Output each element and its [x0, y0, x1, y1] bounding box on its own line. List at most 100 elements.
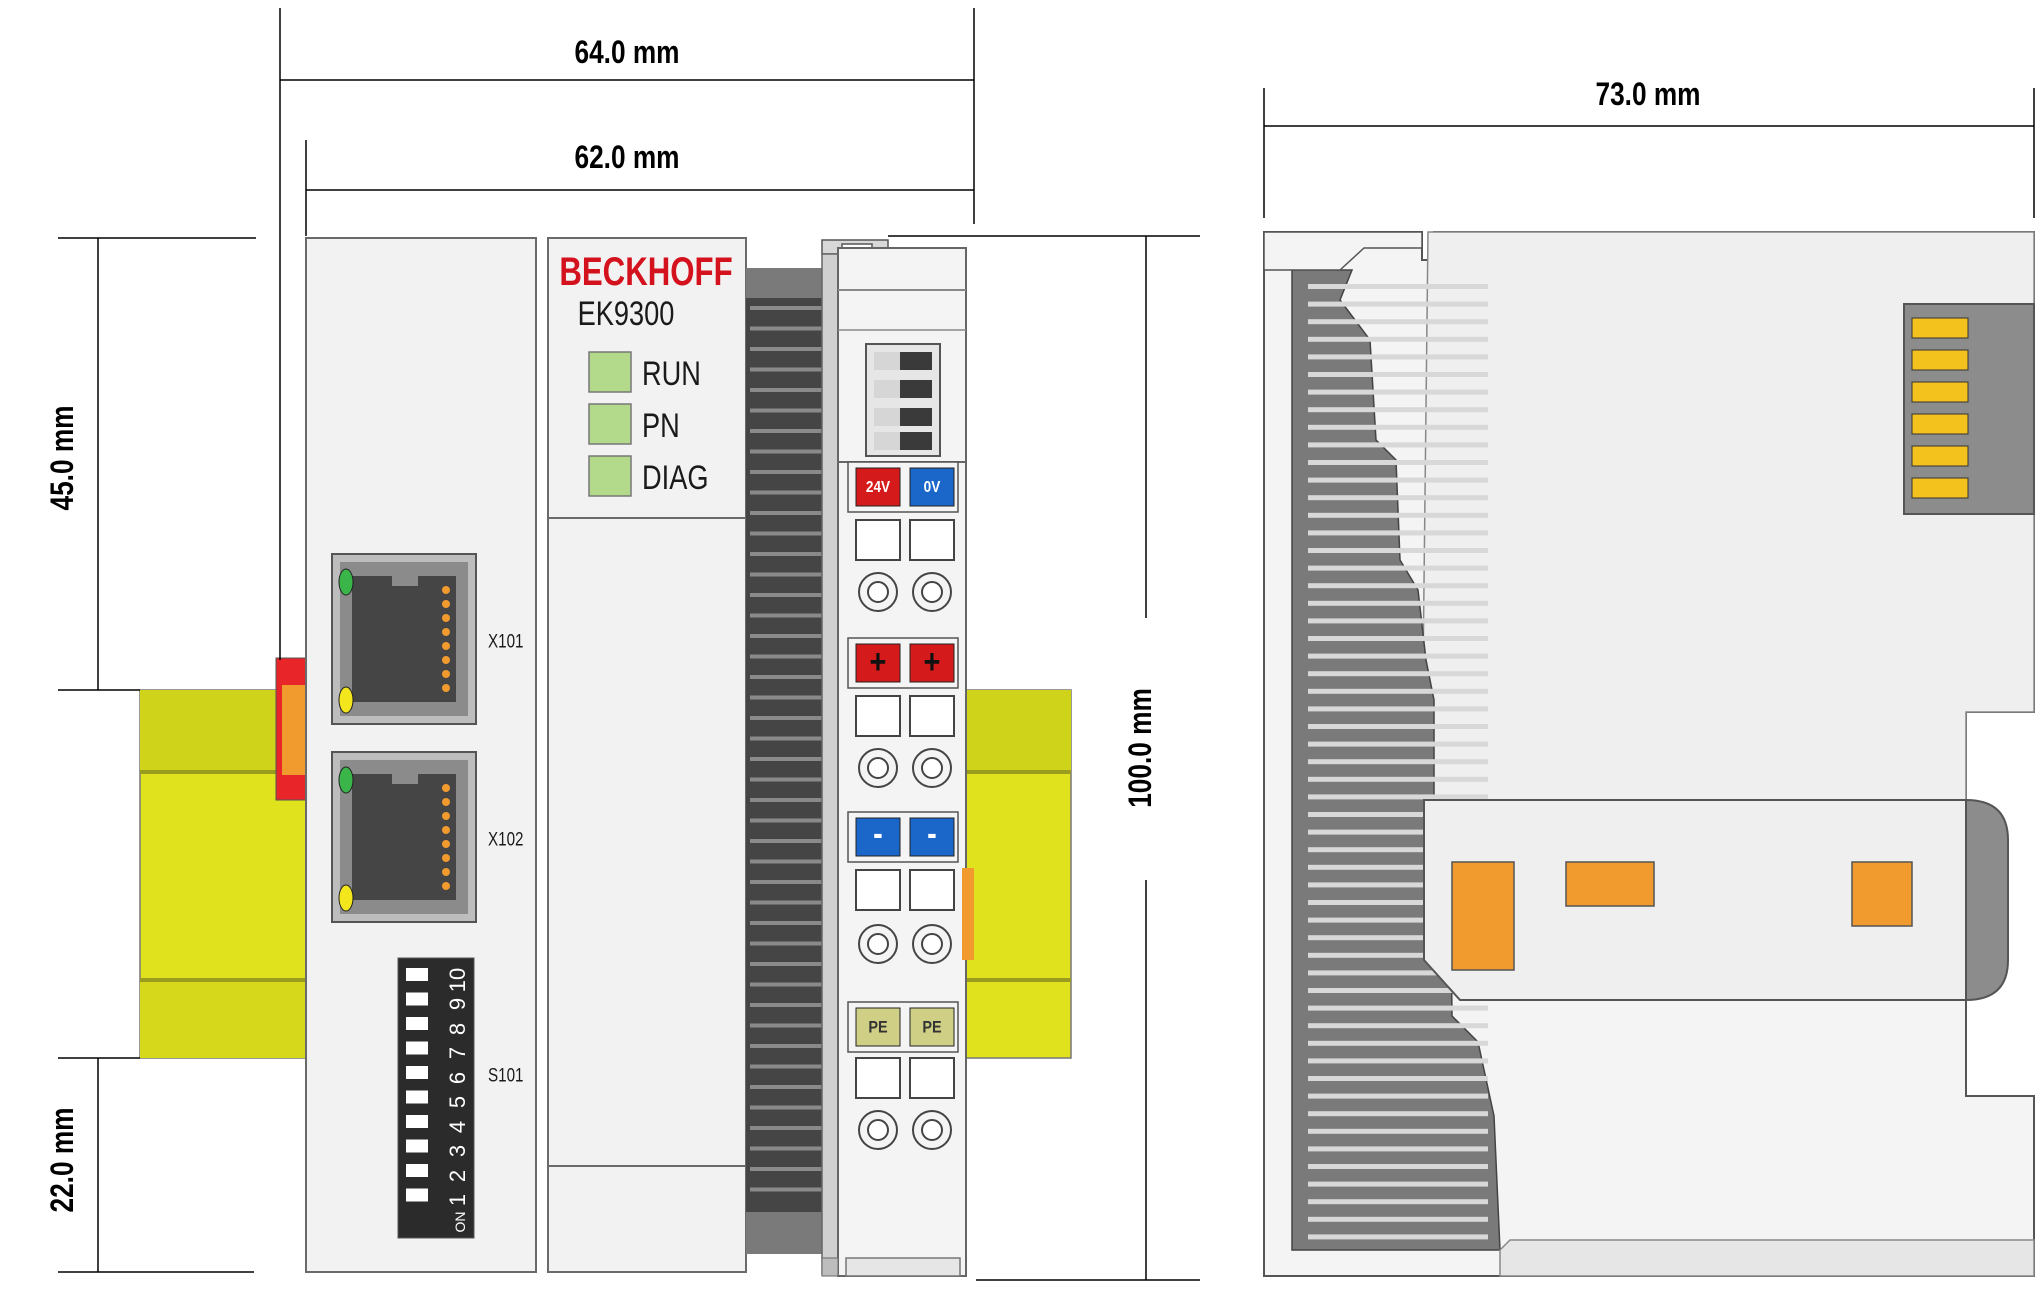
heat-fin: [750, 449, 836, 454]
dip-lever: [406, 1115, 428, 1128]
heat-fin: [750, 1064, 836, 1069]
side-fin: [1308, 653, 1488, 659]
spring-opening: [909, 1057, 955, 1099]
heat-fin: [750, 470, 836, 474]
dip-lever: [406, 1041, 428, 1055]
dip-lever: [406, 1017, 428, 1030]
side-fin: [1308, 477, 1488, 483]
spring-opening: [855, 519, 901, 561]
power-terminal: [821, 239, 974, 1277]
dip-lever: [406, 1188, 428, 1202]
screw-contact-inner: [867, 757, 889, 779]
terminal-minus-1: [855, 817, 901, 857]
side-fin: [1308, 1216, 1488, 1222]
side-fin: [1308, 1040, 1488, 1046]
side-fin: [1308, 1058, 1488, 1064]
side-fin: [1308, 988, 1488, 993]
side-fin: [1308, 618, 1488, 624]
side-contact-right: [1851, 861, 1913, 927]
side-fin: [1308, 847, 1488, 853]
side-fin: [1308, 1093, 1488, 1099]
side-fin: [1308, 1111, 1488, 1117]
side-fin: [1308, 970, 1488, 976]
side-fin: [1308, 1023, 1488, 1029]
side-fin: [1308, 794, 1488, 800]
heat-fin: [750, 941, 836, 946]
dip-lever: [406, 1139, 428, 1153]
heat-fin: [750, 1085, 836, 1089]
dip-switch-s101: [397, 957, 475, 1239]
side-fin: [1308, 372, 1488, 377]
side-fin: [1308, 829, 1488, 835]
screw-contact-inner: [921, 1119, 943, 1141]
heat-fin: [750, 429, 836, 433]
side-fin: [1308, 1164, 1488, 1169]
side-fin: [1308, 1076, 1488, 1081]
heat-fin: [750, 1146, 836, 1151]
heat-fin: [750, 777, 836, 782]
side-view: [1263, 88, 2035, 1277]
side-fin: [1308, 706, 1488, 712]
dip-lever: [406, 1164, 428, 1177]
side-contact-left: [1451, 861, 1515, 971]
heat-fin: [750, 306, 836, 310]
side-fin: [1308, 776, 1488, 782]
terminal-plus-1: [855, 643, 901, 683]
heat-fin: [750, 572, 836, 577]
side-fin: [1308, 671, 1488, 677]
heat-fin: [750, 982, 836, 987]
heat-fin: [750, 757, 836, 761]
terminal-plus-2: [909, 643, 955, 683]
side-fin: [1308, 917, 1488, 923]
side-fin: [1308, 1181, 1488, 1187]
coupler-front-panel: [547, 237, 747, 1273]
side-fin: [1308, 864, 1488, 870]
front-dimension-lines: [58, 8, 1200, 1281]
heat-fin: [750, 613, 836, 618]
screw-contact-inner: [867, 933, 889, 955]
side-fin: [1308, 354, 1488, 360]
terminal-minus-2: [909, 817, 955, 857]
side-fin: [1308, 882, 1488, 888]
diag-led: [588, 455, 632, 497]
side-fin: [1308, 389, 1488, 395]
terminal-pe-2: [909, 1007, 955, 1047]
dip-lever: [406, 968, 428, 981]
heat-fin: [750, 1023, 836, 1028]
heat-fin: [750, 839, 836, 843]
heat-fin: [750, 695, 836, 700]
heat-fin: [750, 716, 836, 720]
spring-opening: [909, 869, 955, 911]
side-fin: [1308, 512, 1488, 518]
heat-fin: [750, 818, 836, 823]
side-fin: [1308, 1199, 1488, 1205]
heat-fin: [750, 798, 836, 802]
side-power-contacts: [1903, 303, 2035, 515]
heat-fin: [750, 880, 836, 884]
heat-fin: [750, 1105, 836, 1110]
side-fin: [1308, 319, 1488, 325]
side-fin: [1308, 1146, 1488, 1152]
side-fin: [1308, 741, 1488, 747]
heat-fin: [750, 962, 836, 966]
heat-fin: [750, 511, 836, 515]
side-fin: [1308, 407, 1488, 413]
terminal-pe-1: [855, 1007, 901, 1047]
side-fin: [1308, 1128, 1488, 1134]
side-fin: [1308, 688, 1488, 694]
side-fin: [1308, 1234, 1488, 1240]
side-fin: [1308, 424, 1488, 430]
screw-contact-inner: [921, 581, 943, 603]
side-fin: [1308, 442, 1488, 448]
side-fin: [1308, 1005, 1488, 1011]
heat-fin: [750, 654, 836, 659]
heat-fin: [750, 593, 836, 597]
side-fin: [1308, 812, 1488, 817]
side-fin: [1308, 900, 1488, 905]
side-fin: [1308, 548, 1488, 553]
heat-fin: [750, 1044, 836, 1048]
side-fin: [1308, 583, 1488, 589]
ethernet-port-x101: [331, 553, 477, 725]
side-fin: [1308, 759, 1488, 765]
